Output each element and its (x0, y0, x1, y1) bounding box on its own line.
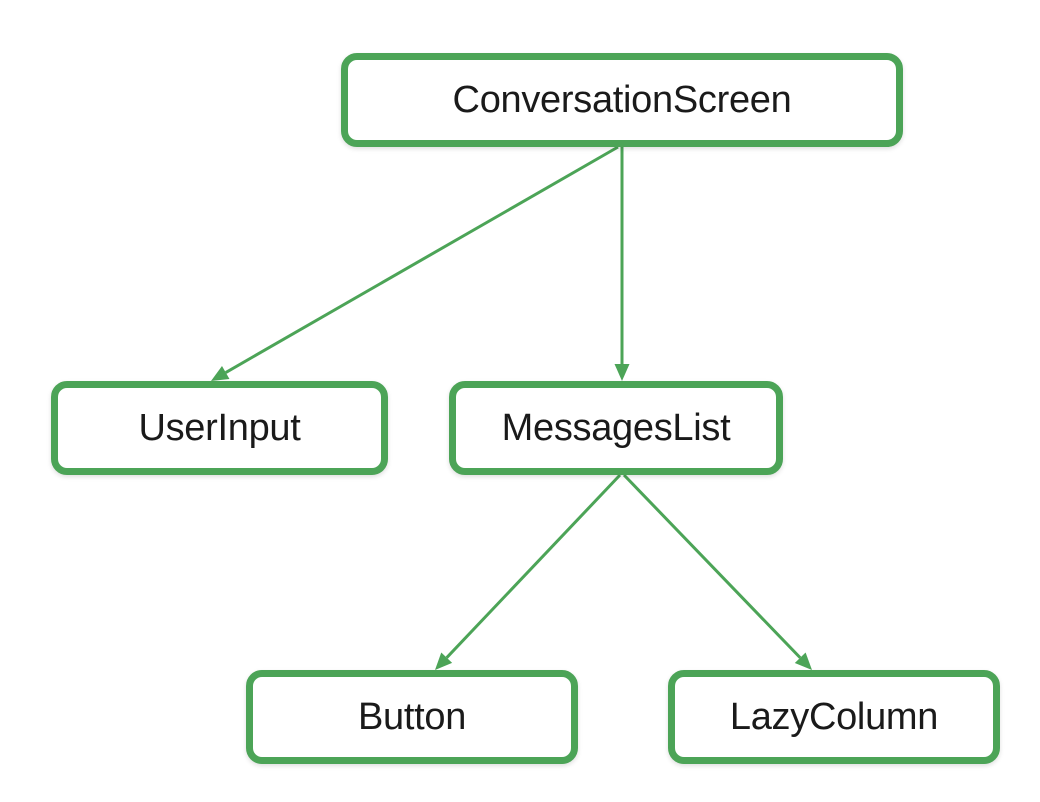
edge-conversation-to-userinput (211, 145, 619, 381)
edge-messageslist-to-button-arrowhead-icon (435, 652, 453, 670)
edge-messageslist-to-button-line (445, 473, 622, 659)
node-conversation-screen[interactable]: ConversationScreen (341, 53, 903, 147)
edge-conversation-to-userinput-arrowhead-icon (211, 366, 230, 381)
edge-messageslist-to-lazycolumn (622, 473, 812, 670)
edge-messageslist-to-lazycolumn-line (622, 473, 802, 659)
node-user-input[interactable]: UserInput (51, 381, 388, 475)
node-lazy-column[interactable]: LazyColumn (668, 670, 1000, 764)
node-messages-list[interactable]: MessagesList (449, 381, 783, 475)
edge-conversation-to-messageslist-arrowhead-icon (614, 364, 630, 381)
node-label-lazy-column: LazyColumn (729, 696, 939, 738)
edge-conversation-to-userinput-line (224, 145, 619, 374)
node-label-user-input: UserInput (138, 407, 301, 449)
node-label-messages-list: MessagesList (501, 407, 731, 449)
edge-messageslist-to-button (435, 473, 622, 670)
node-label-button: Button (357, 696, 467, 738)
node-label-conversation-screen: ConversationScreen (452, 79, 792, 121)
edge-messageslist-to-lazycolumn-arrowhead-icon (794, 652, 812, 670)
node-button[interactable]: Button (246, 670, 578, 764)
edge-conversation-to-messageslist (614, 147, 630, 381)
